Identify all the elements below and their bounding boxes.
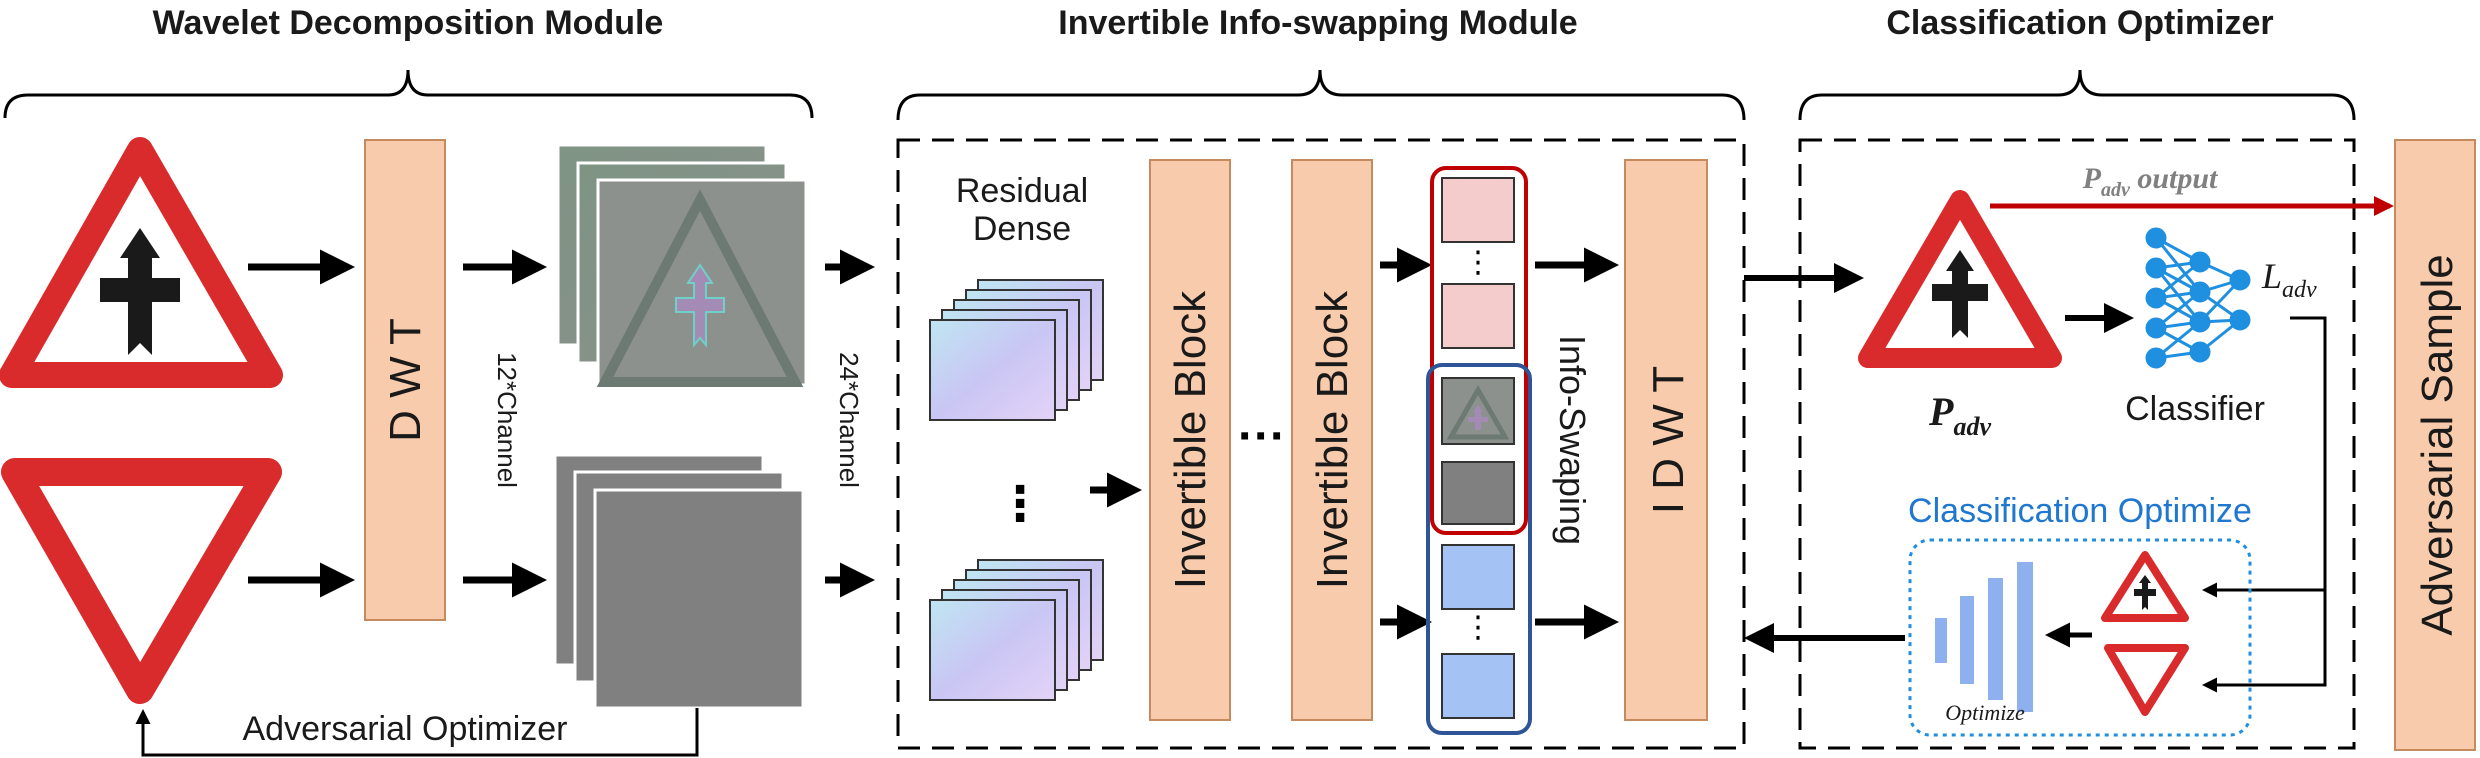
swap-group-blue [1426,363,1532,735]
invertible-block-1-label: Invertible Block [1166,290,1215,589]
blocks-ellipsis: ··· [1238,410,1286,463]
classifier-network-icon [2145,227,2251,369]
invertible-module-box [896,138,1746,750]
info-swaping-label: Info-Swaping [1552,335,1593,545]
channel-12-label: 12*Channel [492,352,522,488]
invertible-brace [896,69,1746,121]
residual-dense-label-line1: Residual [956,172,1088,210]
optimize-sign-warning [2101,551,2189,622]
adversarial-optimizer-label: Adversarial Optimizer [243,710,568,748]
input-sign-yield [1,458,282,704]
adversarial-sample-block [2394,139,2476,751]
cell-pink-1 [1441,177,1515,243]
invertible-block-2-label: Invertible Block [1308,290,1357,589]
feature-maps-upper [556,143,808,387]
feature-maps-lower [553,453,805,710]
p-adv-sign [1858,190,2062,368]
cell-blue-1 [1441,544,1515,610]
adversarial-optimizer-loop [135,708,699,757]
swap-group-red [1430,166,1528,535]
classification-brace [1798,69,2356,121]
loss-routing-line [2202,316,2327,693]
residual-dense-label-line2: Dense [973,210,1071,248]
input-sign-warning [0,137,283,388]
residual-dense-stack-upper [929,279,1104,421]
residual-dense-stack-lower [929,559,1104,701]
wavelet-module-title: Wavelet Decomposition Module [153,4,664,42]
cell-blue-2 [1441,653,1515,719]
classification-optimize-box [1908,538,2252,737]
classifier-label: Classifier [2125,390,2265,428]
dwt-label: D W T [381,318,430,442]
optimize-label: Optimize [1945,700,2025,725]
p-adv-label: Padv [1928,389,1991,441]
cell-ellipsis-upper: ⋮ [1463,246,1493,279]
classification-optimize-label: Classification Optimize [1908,492,2252,530]
channel-24-label: 24*Channel [834,352,864,488]
cell-ellipsis-lower: ⋮ [1463,611,1493,644]
wavelet-brace [3,69,814,119]
residual-dense-ellipsis: ⋮ [996,478,1044,531]
dwt-block [364,139,446,621]
idwt-label: I D W T [1644,366,1693,514]
invertible-block-2 [1291,159,1373,721]
l-adv-label: Ladv [2261,256,2317,303]
optimize-bars-icon [1935,562,2033,712]
idwt-block [1624,159,1708,721]
p-adv-output-label: Padv output [2082,162,2219,201]
optimize-sign-yield [2104,644,2189,716]
classification-module-box [1798,138,2356,750]
adversarial-sample-label: Adversarial Sample [2413,254,2462,636]
cell-gray [1441,461,1515,525]
cell-image-thumb [1441,377,1515,445]
classification-module-title: Classification Optimizer [1886,4,2273,42]
invertible-module-title: Invertible Info-swapping Module [1058,4,1577,42]
invertible-block-1 [1149,159,1231,721]
cell-pink-2 [1441,283,1515,349]
